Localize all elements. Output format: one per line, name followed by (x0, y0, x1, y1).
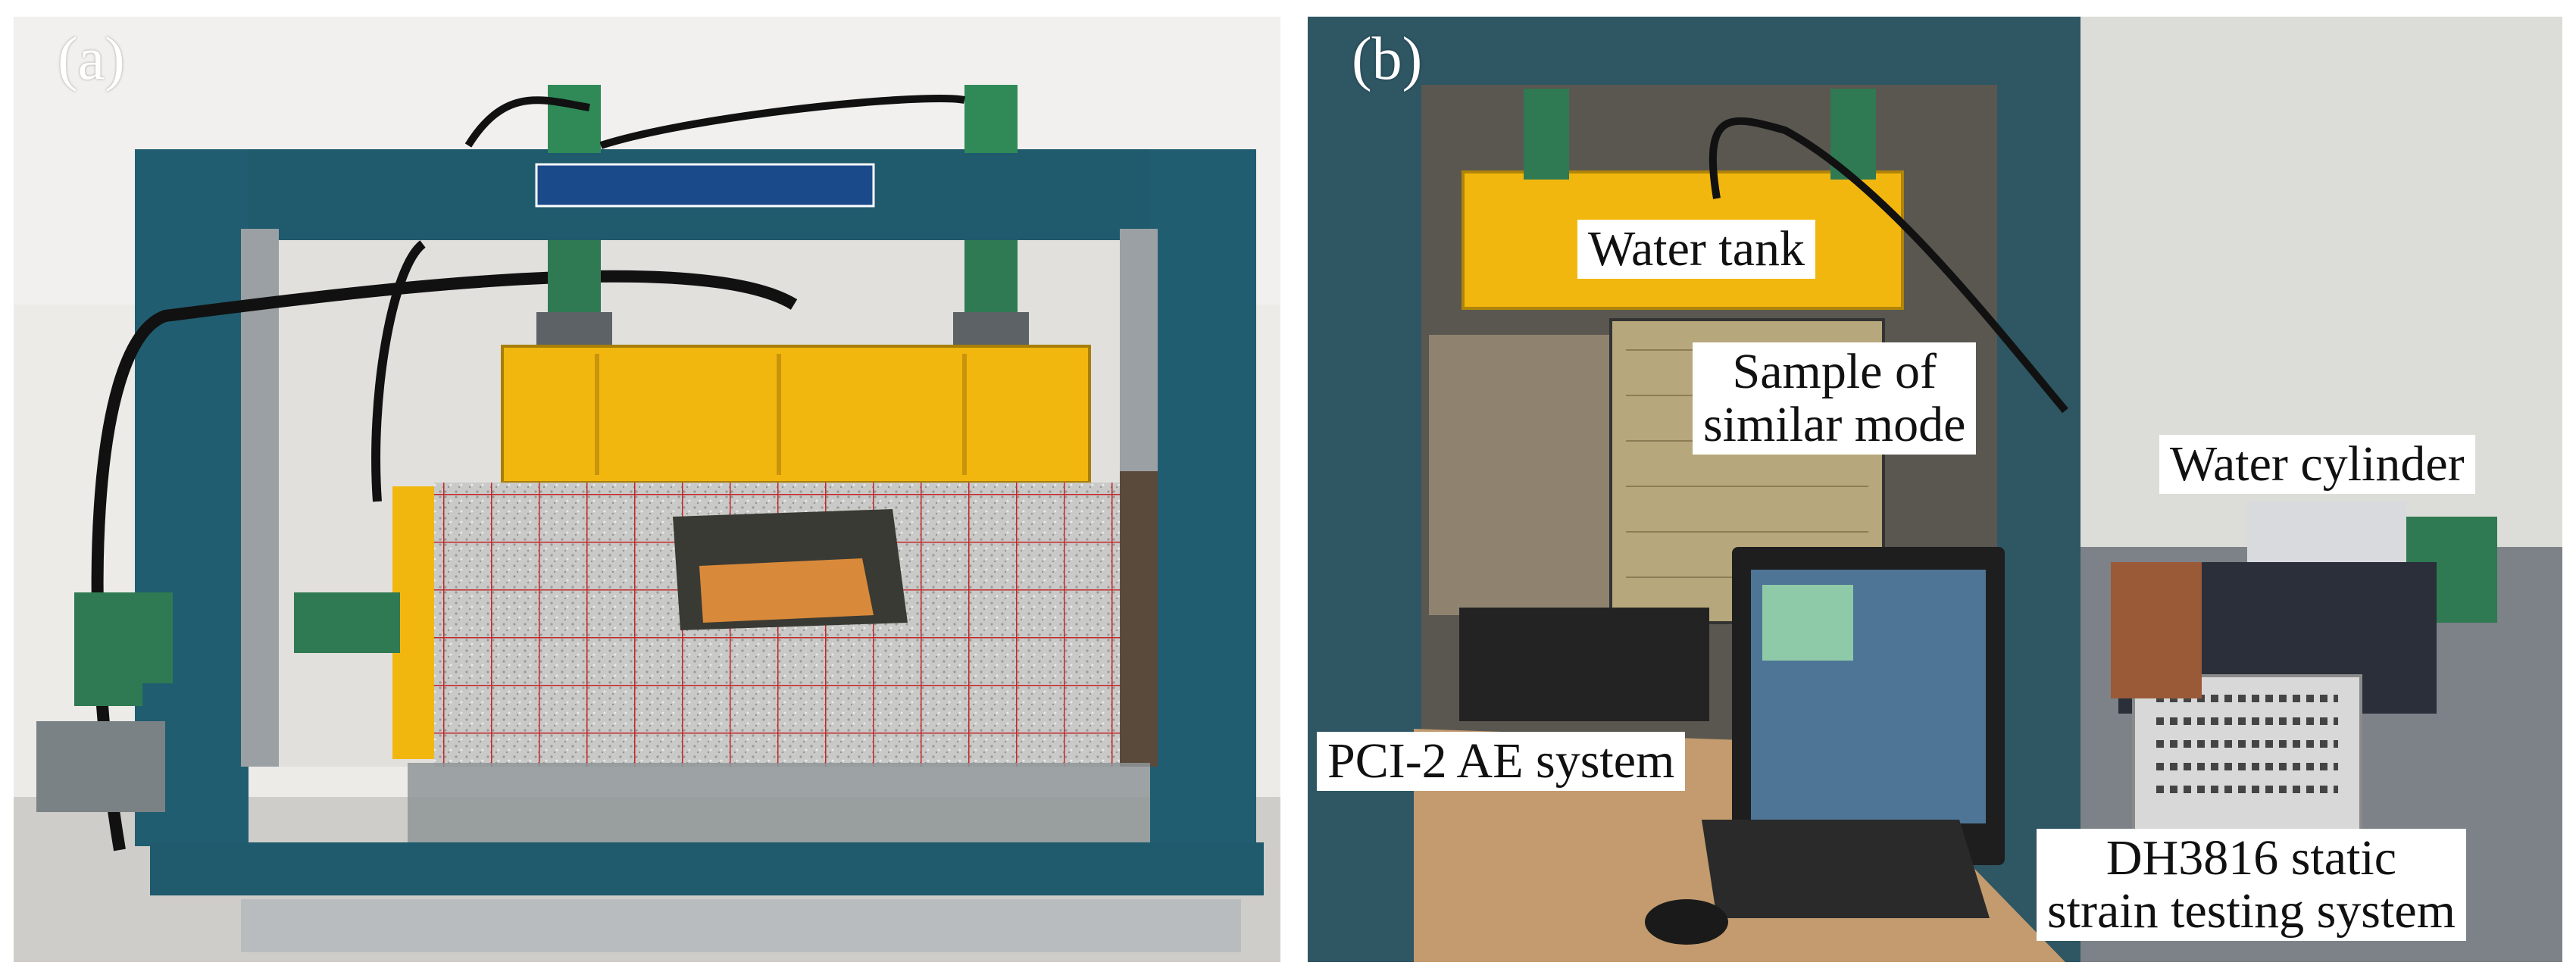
label-sample-line-2: similar mode (1703, 396, 1966, 452)
label-water-tank-text: Water tank (1588, 221, 1805, 277)
photo-panel-a: (a) (14, 17, 1280, 962)
label-dh3816-system: DH3816 static strain testing system (2037, 829, 2466, 941)
label-water-cylinder-text: Water cylinder (2170, 436, 2465, 492)
label-pci-ae-system-text: PCI-2 AE system (1327, 733, 1675, 789)
label-dh3816-line-2: strain testing system (2047, 883, 2456, 939)
label-dh3816-line-1: DH3816 static (2106, 830, 2397, 886)
loading-frame-photo (14, 17, 1280, 962)
label-water-tank: Water tank (1577, 220, 1816, 279)
label-pci-ae-system: PCI-2 AE system (1317, 732, 1686, 791)
label-sample-line-1: Sample of (1732, 344, 1937, 399)
panel-label-a: (a) (58, 26, 125, 92)
photo-panel-b: (b) Water tank Sample of similar mode Wa… (1308, 17, 2562, 962)
label-sample: Sample of similar mode (1693, 342, 1977, 455)
panel-label-b: (b) (1352, 26, 1423, 92)
label-water-cylinder: Water cylinder (2159, 435, 2475, 494)
